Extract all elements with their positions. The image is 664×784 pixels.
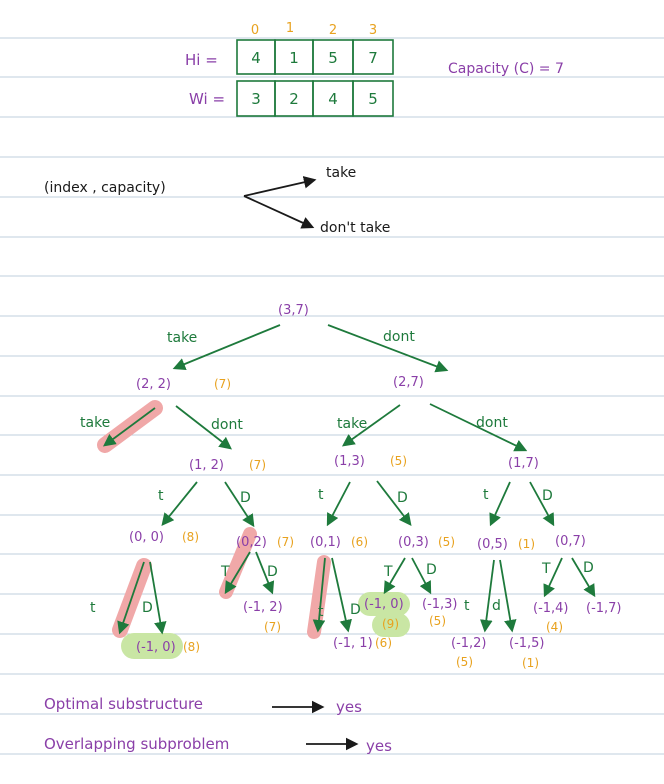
- node-l3-f: (0,7): [555, 534, 586, 549]
- tree-nodes: (3,7) (2, 2) (2,7) (1, 2) (1,3) (1,7) (0…: [129, 303, 622, 655]
- node-l2-a: (1, 2): [189, 458, 224, 473]
- value-leaf-a: (8): [183, 640, 200, 654]
- edge-label-dont-root: dont: [383, 329, 415, 345]
- h-value-2: 5: [328, 49, 338, 67]
- leaf-f: (-1,2): [451, 636, 487, 651]
- edge-label-t-h: t: [464, 598, 470, 614]
- w-value-0: 3: [251, 90, 261, 108]
- capacity-label: Capacity (C) = 7: [448, 61, 564, 77]
- overlap-answer: yes: [366, 737, 392, 755]
- optimal-answer: yes: [336, 698, 362, 716]
- edge-label-t-i: T: [541, 561, 551, 577]
- edge-label-take-l1: take: [80, 415, 110, 431]
- h-array-label: Hi =: [185, 51, 218, 69]
- edge-label-d-d: D: [142, 600, 153, 616]
- overlap-highlight-3: [372, 613, 410, 637]
- node-l3-a: (0, 0): [129, 530, 164, 545]
- overlap-highlight-1: [121, 633, 183, 659]
- overlapping-subproblem-label: Overlapping subproblem: [44, 735, 229, 753]
- node-l1-right: (2,7): [393, 375, 424, 390]
- edge-label-t-f: t: [318, 604, 324, 620]
- leaf-g: (-1,5): [509, 636, 545, 651]
- w-array: [236, 80, 394, 117]
- leaf-a: (-1, 0): [136, 640, 176, 655]
- value-l3-b: (7): [277, 535, 294, 549]
- value-leaf-g: (1): [522, 656, 539, 670]
- edge-label-t-a: t: [158, 488, 164, 504]
- leaf-d: (-1, 0): [364, 597, 404, 612]
- array-indices: 0 1 2 3: [251, 21, 377, 38]
- edge-label-t-d: t: [90, 600, 96, 616]
- value-l3-e: (1): [518, 537, 535, 551]
- edge-label-dont-l1b: dont: [476, 415, 508, 431]
- edge-label-d-b: D: [397, 490, 408, 506]
- node-l3-e: (0,5): [477, 537, 508, 552]
- edge-label-d-h: d: [492, 598, 501, 614]
- node-l2-b: (1,3): [334, 454, 365, 469]
- node-root: (3,7): [278, 303, 309, 318]
- overlap-highlight-2: [358, 592, 410, 616]
- optimal-substructure-label: Optimal substructure: [44, 695, 203, 713]
- node-values: (7) (7) (5) (8) (7) (6) (5) (1) (8) (7) …: [182, 377, 563, 670]
- w-array-label: Wi =: [189, 90, 225, 108]
- edge-label-d-i: D: [583, 560, 594, 576]
- edge-label-d-a: D: [240, 490, 251, 506]
- w-value-1: 2: [289, 90, 299, 108]
- index-1: 1: [286, 21, 294, 36]
- edge-label-t-b: t: [318, 487, 324, 503]
- h-value-1: 1: [289, 49, 299, 67]
- edge-label-d-f: D: [350, 602, 361, 618]
- edge-label-d-g: D: [426, 562, 437, 578]
- tree-edges: [102, 324, 596, 635]
- value-leaf-b: (7): [264, 620, 281, 634]
- edge-label-t-g: T: [383, 564, 393, 580]
- value-l2-b: (5): [390, 454, 407, 468]
- w-value-2: 4: [328, 90, 338, 108]
- h-value-3: 7: [368, 49, 378, 67]
- edge-label-take-root: take: [167, 330, 197, 346]
- value-l3-d: (5): [438, 535, 455, 549]
- node-l2-c: (1,7): [508, 456, 539, 471]
- h-value-0: 4: [251, 49, 261, 67]
- leaf-i: (-1,7): [586, 601, 622, 616]
- w-value-3: 5: [368, 90, 378, 108]
- state-signature: (index , capacity): [44, 180, 166, 196]
- h-array: [236, 39, 394, 75]
- value-leaf-e: (5): [429, 614, 446, 628]
- dont-take-arrow: [243, 195, 315, 229]
- node-l3-b: (0,2): [236, 535, 267, 550]
- edge-label-d-c: D: [542, 488, 553, 504]
- edge-label-d-e: D: [267, 564, 278, 580]
- value-l1-left: (7): [214, 377, 231, 391]
- node-l3-d: (0,3): [398, 535, 429, 550]
- index-2: 2: [329, 23, 337, 38]
- index-0: 0: [251, 23, 259, 38]
- value-leaf-c: (6): [375, 636, 392, 650]
- edge-label-t-e: T: [220, 564, 230, 580]
- edge-label-take-l1b: take: [337, 416, 367, 432]
- value-leaf-f: (5): [456, 655, 473, 669]
- value-leaf-d: (9): [382, 617, 399, 631]
- leaf-c: (-1, 1): [333, 636, 373, 651]
- value-l2-a: (7): [249, 458, 266, 472]
- node-l1-left: (2, 2): [136, 377, 171, 392]
- index-3: 3: [369, 23, 377, 38]
- node-l3-c: (0,1): [310, 535, 341, 550]
- value-leaf-h: (4): [546, 620, 563, 634]
- value-l3-c: (6): [351, 535, 368, 549]
- leaf-b: (-1, 2): [243, 600, 283, 615]
- ruled-lines: [0, 37, 664, 755]
- leaf-e: (-1,3): [422, 597, 458, 612]
- dont-take-label: don't take: [320, 220, 390, 236]
- leaf-h: (-1,4): [533, 601, 569, 616]
- edge-label-dont-l1: dont: [211, 417, 243, 433]
- edge-label-t-c: t: [483, 487, 489, 503]
- take-arrow: [243, 176, 317, 197]
- take-label: take: [326, 165, 356, 181]
- value-l3-a: (8): [182, 530, 199, 544]
